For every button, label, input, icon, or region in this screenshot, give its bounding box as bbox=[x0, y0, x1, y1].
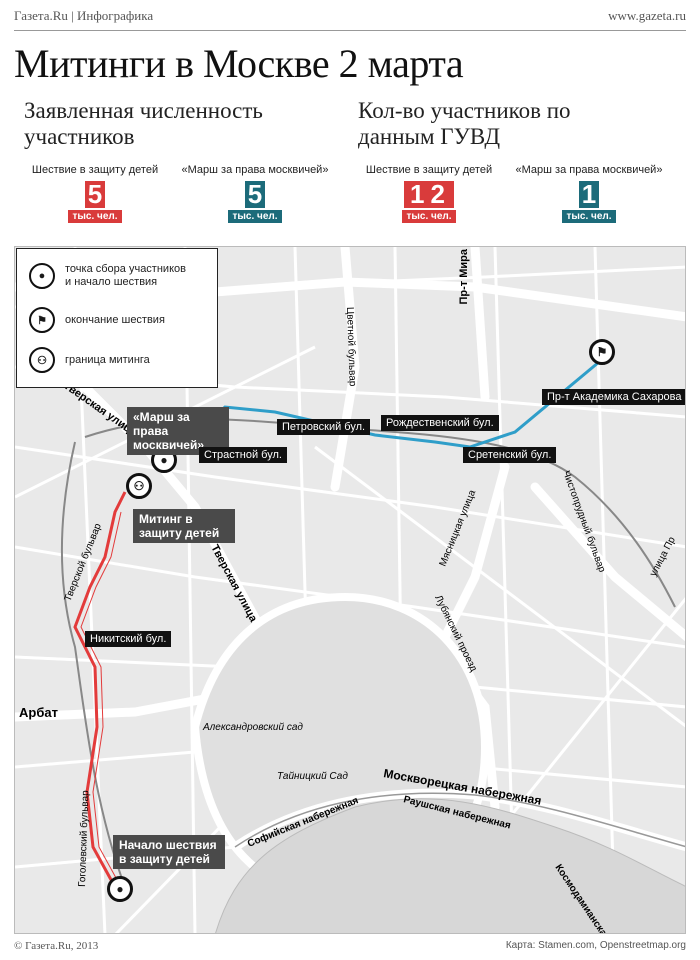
legend-start: ● точка сбора участников и начало шестви… bbox=[29, 263, 195, 289]
stat-unit: тыс. чел. bbox=[228, 210, 282, 223]
street-alexandrovsky: Александровский сад bbox=[202, 722, 303, 733]
tag-sretensky: Сретенский бул. bbox=[463, 447, 557, 463]
source-label: Газета.Ru | Инфографика bbox=[14, 8, 154, 23]
stat-value: 1 bbox=[578, 181, 600, 208]
stat-unit: тыс. чел. bbox=[562, 210, 616, 223]
stat-value: 5 bbox=[244, 181, 266, 208]
stat-value: 5 bbox=[84, 181, 106, 208]
stat-unit: тыс. чел. bbox=[402, 210, 456, 223]
tag-rozhdestvensky: Рождественский бул. bbox=[381, 415, 499, 431]
legend-finish-label: окончание шествия bbox=[65, 313, 165, 326]
map-legend: ● точка сбора участников и начало шестви… bbox=[16, 248, 218, 388]
section-declared-heading: Заявленная численность участников bbox=[24, 98, 263, 149]
tag-petrovsky: Петровский бул. bbox=[277, 419, 371, 435]
section-police-heading: Кол-во участников по данным ГУВД bbox=[358, 98, 571, 149]
stat-declared-rights: «Марш за права москвичей» 5 тыс. чел. bbox=[180, 164, 330, 223]
crowd-icon: ⚇ bbox=[29, 347, 55, 373]
stat-police-children: Шествие в защиту детей 12 тыс. чел. bbox=[364, 164, 494, 223]
tag-nikitsky: Никитский бул. bbox=[85, 631, 172, 647]
pin-icon: ● bbox=[29, 263, 55, 289]
copyright: © Газета.Ru, 2013 bbox=[14, 940, 99, 952]
children-route bbox=[73, 491, 127, 888]
checkered-flag-icon[interactable]: ⚑ bbox=[589, 339, 615, 365]
stat-police-rights: «Марш за права москвичей» 1 тыс. чел. bbox=[514, 164, 664, 223]
checkered-flag-icon: ⚑ bbox=[29, 307, 55, 333]
stat-unit: тыс. чел. bbox=[68, 210, 122, 223]
legend-finish: ⚑ окончание шествия bbox=[29, 307, 195, 333]
street-arbat: Арбат bbox=[19, 705, 58, 720]
legend-start-label: точка сбора участников и начало шествия bbox=[65, 263, 186, 288]
page-title: Митинги в Москве 2 марта bbox=[14, 41, 464, 86]
stat-label: Шествие в защиту детей bbox=[31, 164, 159, 176]
rights-route bbox=[164, 355, 606, 461]
site-link[interactable]: www.gazeta.ru bbox=[608, 8, 686, 23]
street-tsvetnoy: Цветной бульвар bbox=[344, 307, 359, 387]
tag-strastnoy: Страстной бул. bbox=[199, 447, 287, 463]
header-divider bbox=[14, 30, 686, 31]
tag-start-children: Начало шествия в защиту детей bbox=[113, 835, 225, 869]
crowd-rally-icon[interactable]: ⚇ bbox=[126, 473, 152, 499]
map-credits: Карта: Stamen.com, Openstreetmap.org bbox=[505, 940, 686, 951]
stat-declared-children: Шествие в защиту детей 5 тыс. чел. bbox=[30, 164, 160, 223]
stat-label: «Марш за права москвичей» bbox=[181, 164, 329, 176]
stat-label: Шествие в защиту детей bbox=[365, 164, 493, 176]
street-tainitsky: Тайницкий Сад bbox=[277, 771, 348, 782]
route-map[interactable]: Тверская улица Тверская улица Тверской б… bbox=[14, 246, 686, 934]
tag-rally-children: Митинг в защиту детей bbox=[133, 509, 235, 543]
children-start-pin-icon[interactable]: ● bbox=[107, 876, 133, 902]
street-gogolevsky: Гоголевский бульвар bbox=[76, 790, 91, 887]
legend-boundary: ⚇ граница митинга bbox=[29, 347, 195, 373]
map-canvas: Тверская улица Тверская улица Тверской б… bbox=[15, 247, 685, 933]
tag-sakharova: Пр-т Академика Сахарова bbox=[542, 389, 685, 405]
street-prospekt-mira: Пр-т Мира bbox=[458, 248, 470, 304]
stat-label: «Марш за права москвичей» bbox=[515, 164, 663, 176]
stat-value: 12 bbox=[404, 181, 454, 208]
legend-boundary-label: граница митинга bbox=[65, 353, 150, 366]
